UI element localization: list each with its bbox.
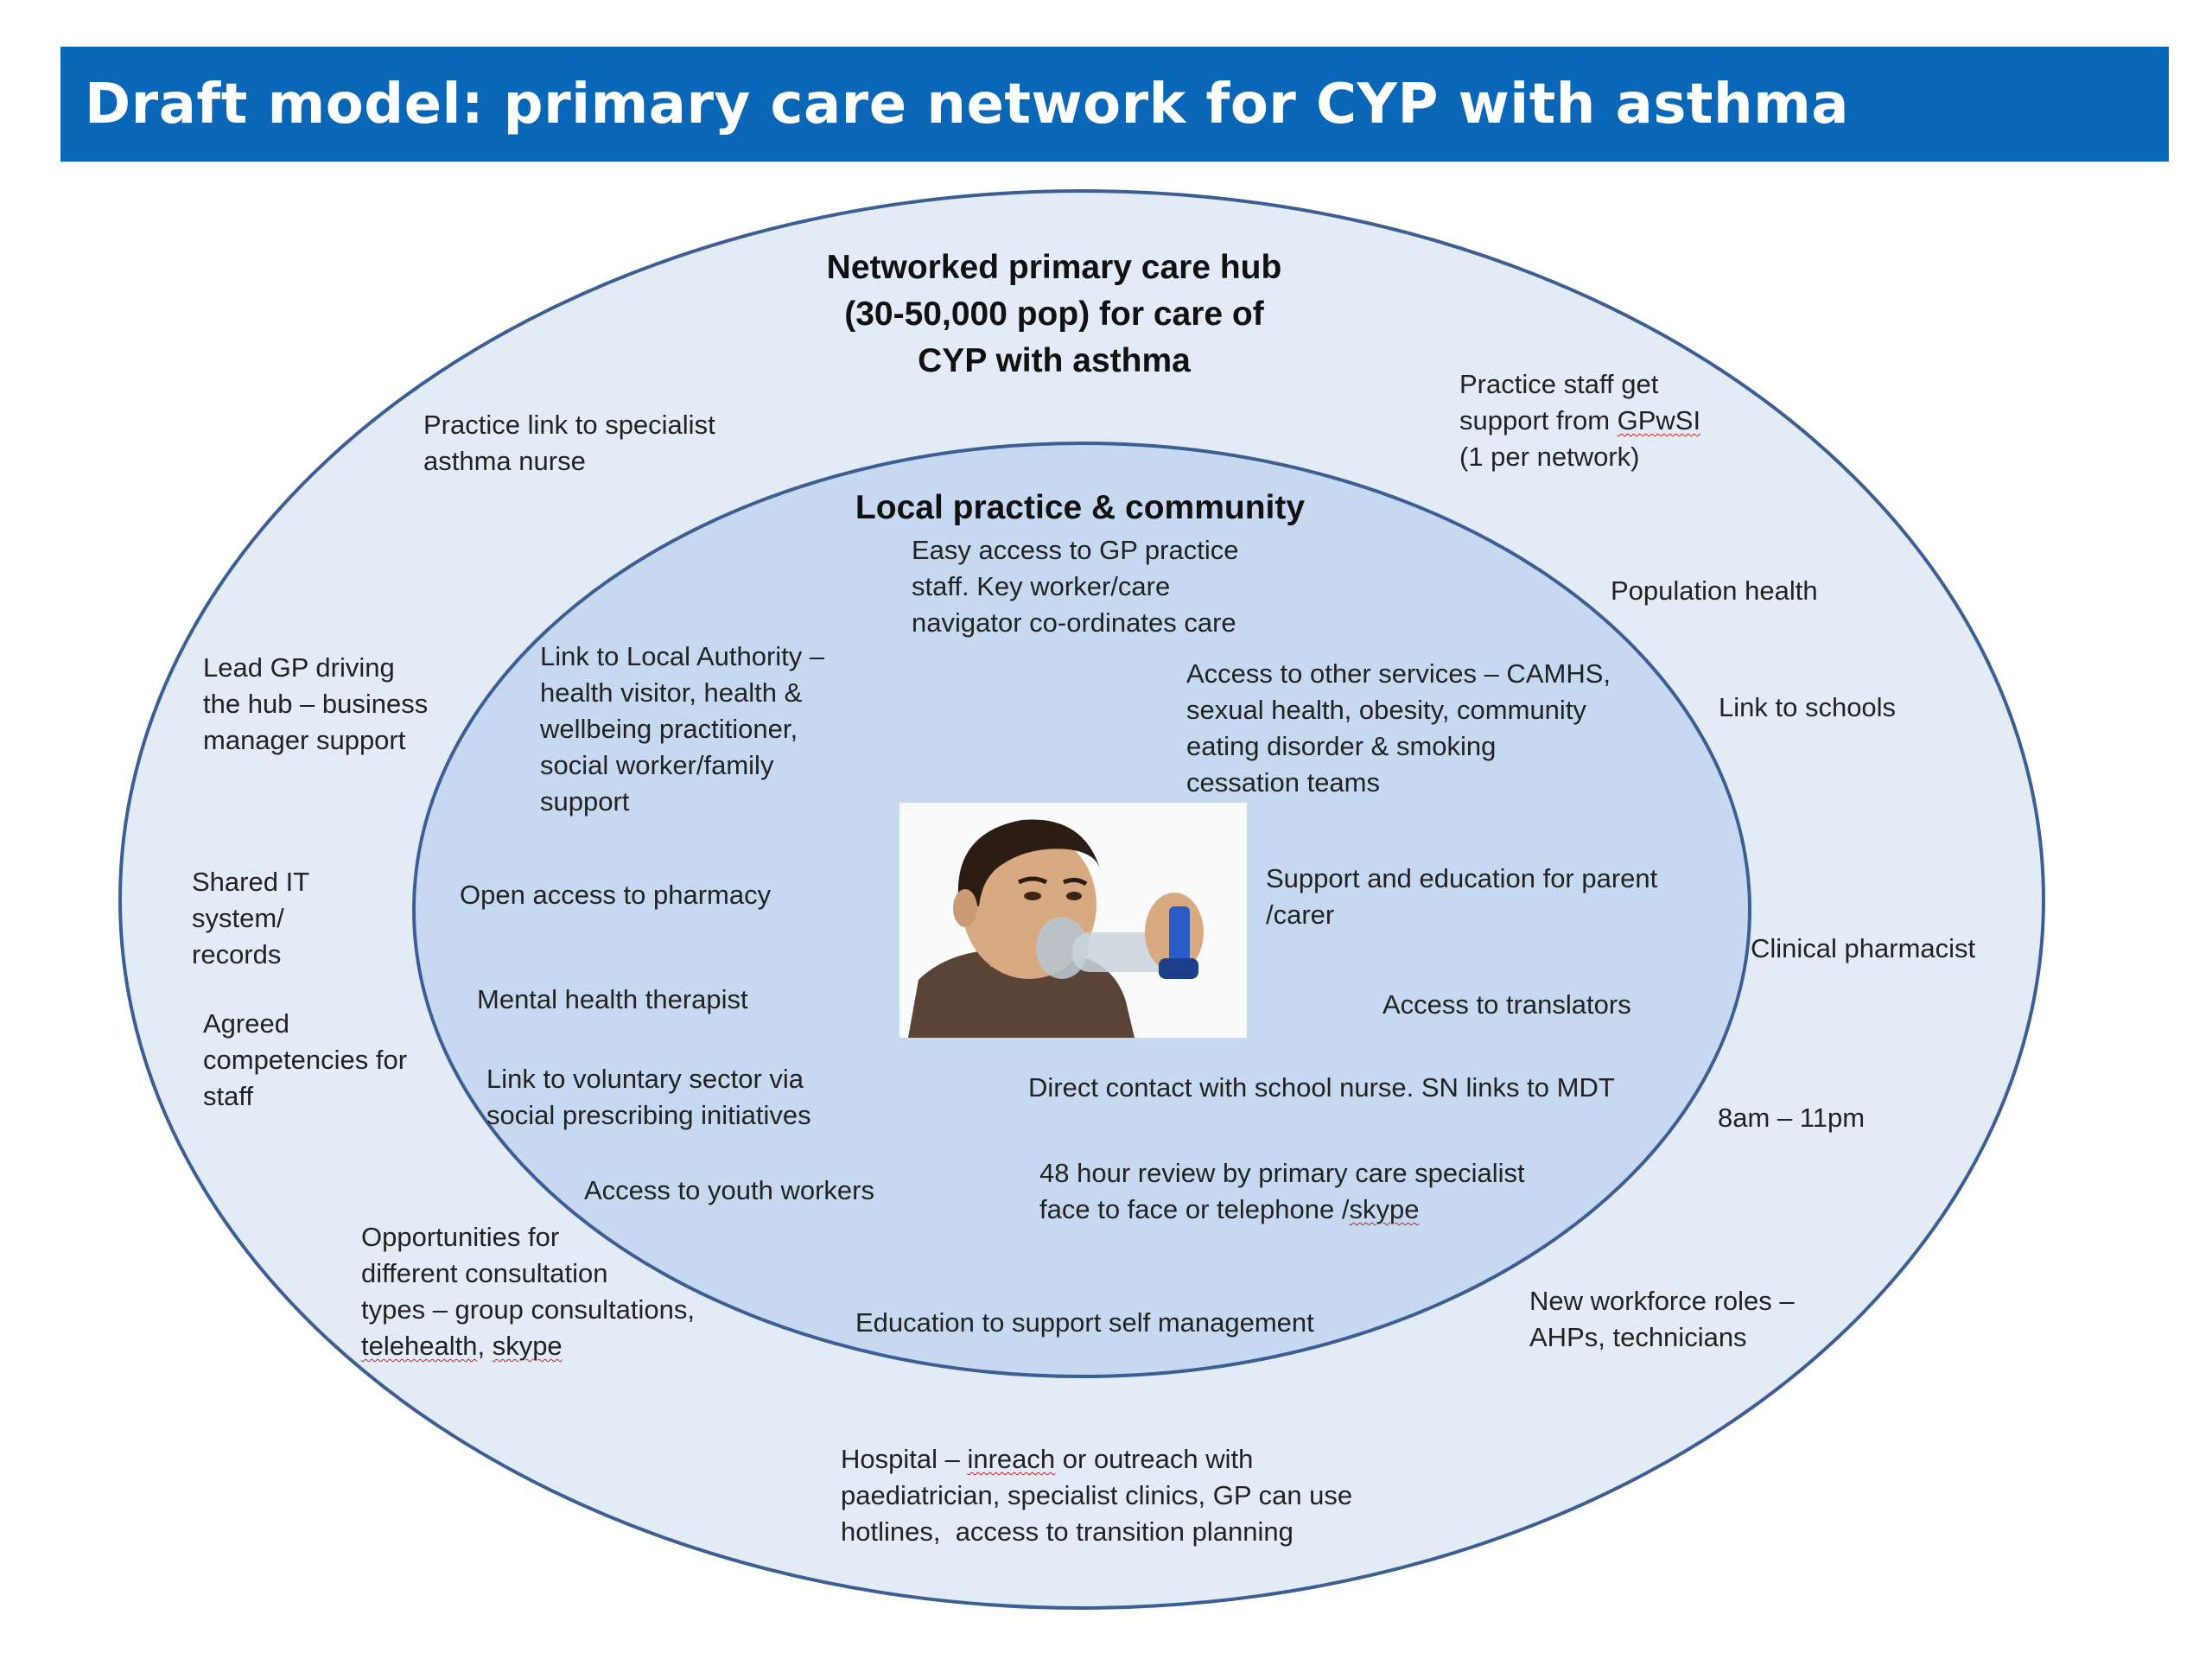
label-shared-it: Shared IT system/ records (192, 867, 310, 969)
label-easy-access: Easy access to GP practice staff. Key wo… (912, 535, 1239, 638)
label-pharmacy: Open access to pharmacy (460, 880, 772, 910)
label-link-schools: Link to schools (1719, 692, 1897, 722)
label-school-nurse: Direct contact with school nurse. SN lin… (1028, 1072, 1615, 1103)
label-support-parent: Support and education for parent /carer (1266, 863, 1658, 930)
label-translators: Access to translators (1382, 989, 1631, 1020)
child-with-inhaler-photo (899, 803, 1247, 1038)
label-hours: 8am – 11pm (1718, 1103, 1866, 1133)
label-voluntary-sector: Link to voluntary sector via social pres… (486, 1064, 811, 1130)
label-clinical-pharmacist: Clinical pharmacist (1751, 933, 1976, 963)
label-48h-review: 48 hour review by primary care specialis… (1039, 1158, 1525, 1224)
outer-ring-heading: Networked primary care hub (30-50,000 po… (826, 249, 1282, 379)
label-youth-workers: Access to youth workers (584, 1175, 874, 1205)
label-hospital: Hospital – inreach or outreach with paed… (841, 1444, 1353, 1547)
label-practice-staff: Practice staff get support from GPwSI (1… (1459, 369, 1701, 472)
label-mental-health: Mental health therapist (477, 984, 748, 1014)
label-lead-gp: Lead GP driving the hub – business manag… (203, 652, 429, 755)
title-banner: Draft model: primary care network for CY… (60, 47, 2169, 162)
label-other-services: Access to other services – CAMHS, sexual… (1186, 658, 1611, 798)
slide-title: Draft model: primary care network for CY… (85, 72, 1849, 137)
label-practice-link: Practice link to specialist asthma nurse (423, 410, 715, 476)
label-local-authority: Link to Local Authority – health visitor… (540, 641, 825, 817)
label-opportunities: Opportunities for different consultation… (361, 1222, 696, 1361)
label-workforce: New workforce roles – AHPs, technicians (1529, 1286, 1795, 1352)
label-population-health: Population health (1611, 575, 1818, 606)
label-education: Education to support self management (855, 1307, 1314, 1338)
inner-ring-heading: Local practice & community (855, 489, 1306, 526)
label-agreed-competencies: Agreed competencies for staff (203, 1008, 408, 1111)
